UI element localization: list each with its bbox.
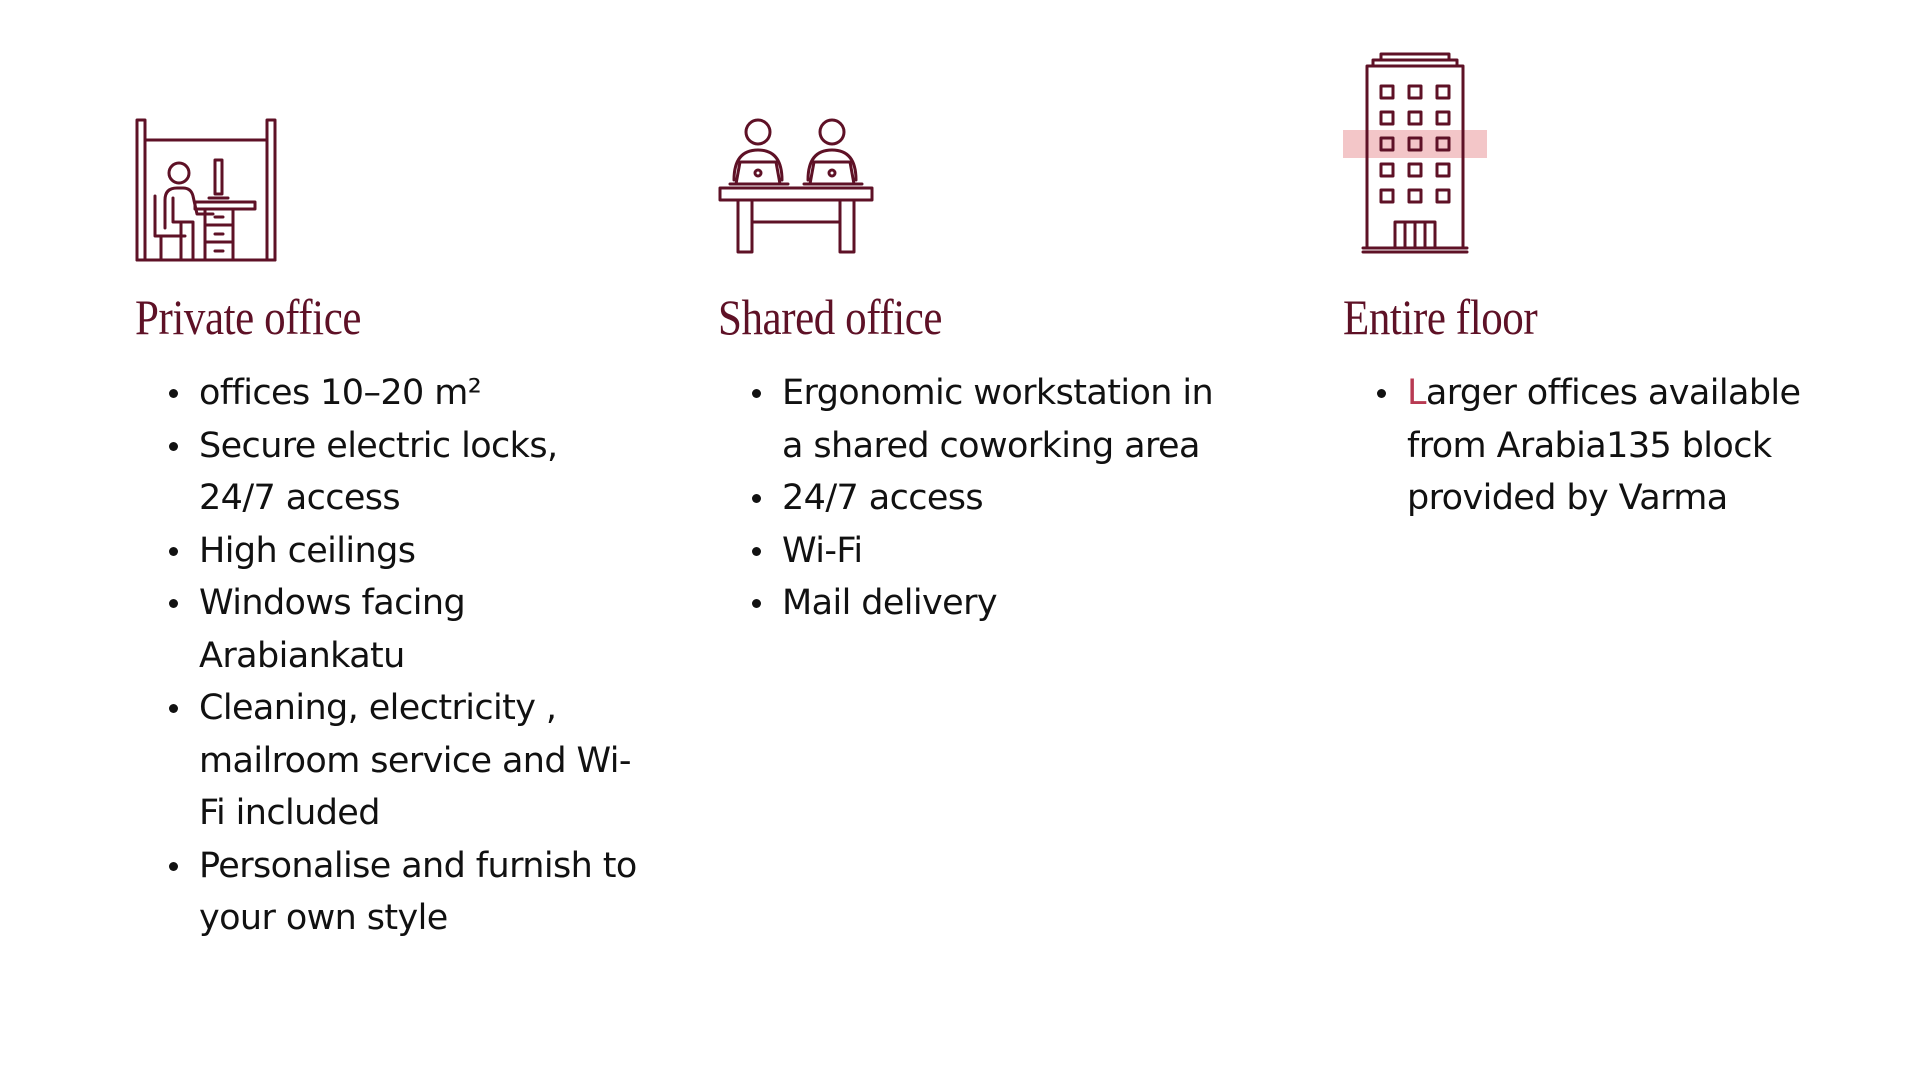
- feature-list: offices 10–20 m² Secure electric locks, …: [135, 367, 639, 945]
- feature-item: Windows facing Arabiankatu: [169, 577, 639, 682]
- feature-list: Ergonomic workstation in a shared cowork…: [718, 367, 1242, 630]
- feature-item: Larger offices available from Arabia135 …: [1377, 367, 1867, 525]
- shared-desk-laptops-icon: [718, 118, 874, 254]
- feature-item: High ceilings: [169, 525, 639, 578]
- feature-item: Secure electric locks, 24/7 access: [169, 420, 639, 525]
- private-office-cubicle-icon: [135, 118, 277, 262]
- feature-list: Larger offices available from Arabia135 …: [1343, 367, 1867, 525]
- offering-title: Entire floor: [1343, 289, 1538, 345]
- offering-title: Private office: [135, 289, 362, 345]
- feature-item: offices 10–20 m²: [169, 367, 639, 420]
- feature-item: Personalise and furnish to your own styl…: [169, 840, 639, 945]
- office-building-icon: [1343, 52, 1493, 256]
- feature-item: 24/7 access: [752, 472, 1242, 525]
- offering-title: Shared office: [718, 289, 943, 345]
- feature-item: Cleaning, electricity , mailroom service…: [169, 682, 639, 840]
- feature-item: Wi-Fi: [752, 525, 1242, 578]
- feature-item: Mail delivery: [752, 577, 1242, 630]
- feature-item: Ergonomic workstation in a shared cowork…: [752, 367, 1242, 472]
